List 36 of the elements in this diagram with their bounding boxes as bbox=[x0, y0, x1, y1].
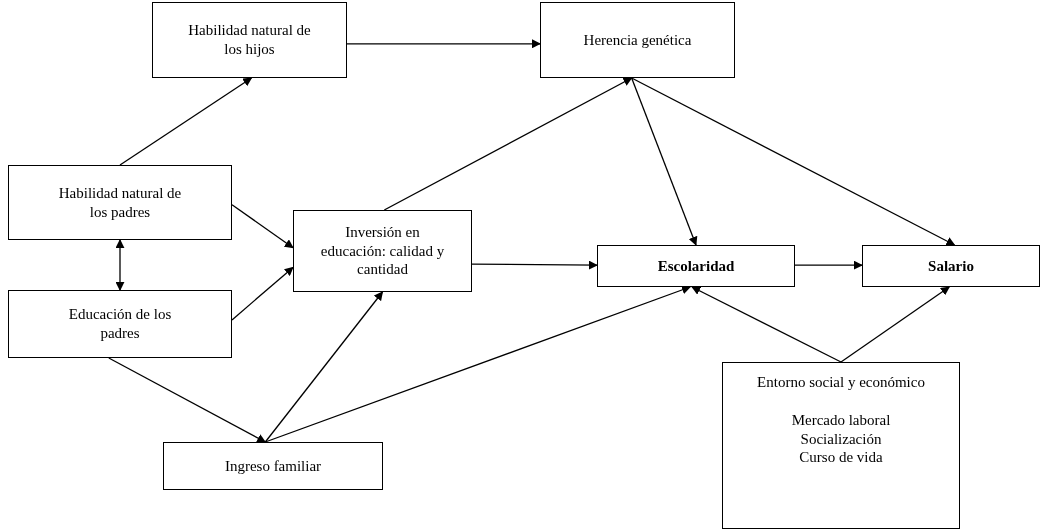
process-box bbox=[293, 210, 472, 292]
process-box bbox=[8, 290, 232, 358]
process-box bbox=[862, 245, 1040, 287]
arrow bbox=[346, 39, 541, 49]
node-label: Ingreso familiar bbox=[224, 456, 322, 476]
process-box bbox=[540, 2, 735, 78]
node-label: Socialización bbox=[800, 429, 882, 449]
arrow bbox=[264, 285, 691, 443]
arrow bbox=[264, 291, 384, 443]
node-label: Mercado laboral bbox=[791, 410, 891, 430]
arrow bbox=[108, 357, 267, 443]
process-box bbox=[152, 2, 347, 78]
node-label: Escolaridad bbox=[657, 256, 735, 276]
node-label: Salario bbox=[928, 256, 974, 276]
node-label: Herencia genética bbox=[583, 30, 692, 50]
arrow bbox=[231, 266, 294, 321]
arrow bbox=[631, 77, 956, 246]
node-label: Curso de vida bbox=[799, 448, 883, 467]
arrow bbox=[115, 239, 125, 291]
arrow bbox=[119, 77, 253, 166]
process-box bbox=[722, 362, 960, 529]
process-box bbox=[163, 442, 383, 490]
arrow bbox=[631, 77, 698, 246]
process-box bbox=[597, 245, 795, 287]
arrow bbox=[691, 286, 842, 363]
arrow bbox=[383, 77, 633, 211]
process-box bbox=[8, 165, 232, 240]
node-label: Entorno social y económico bbox=[757, 373, 925, 392]
arrow bbox=[231, 204, 294, 249]
arrow bbox=[471, 260, 598, 270]
node-label: Educación de los padres bbox=[67, 305, 173, 343]
arrow bbox=[794, 260, 863, 270]
node-label: Habilidad natural de los padres bbox=[57, 183, 183, 222]
node-label: Inversión en educación: calidad y cantidad bbox=[319, 222, 446, 280]
node-label: Habilidad natural de los hijos bbox=[187, 21, 312, 59]
arrow bbox=[840, 286, 950, 363]
